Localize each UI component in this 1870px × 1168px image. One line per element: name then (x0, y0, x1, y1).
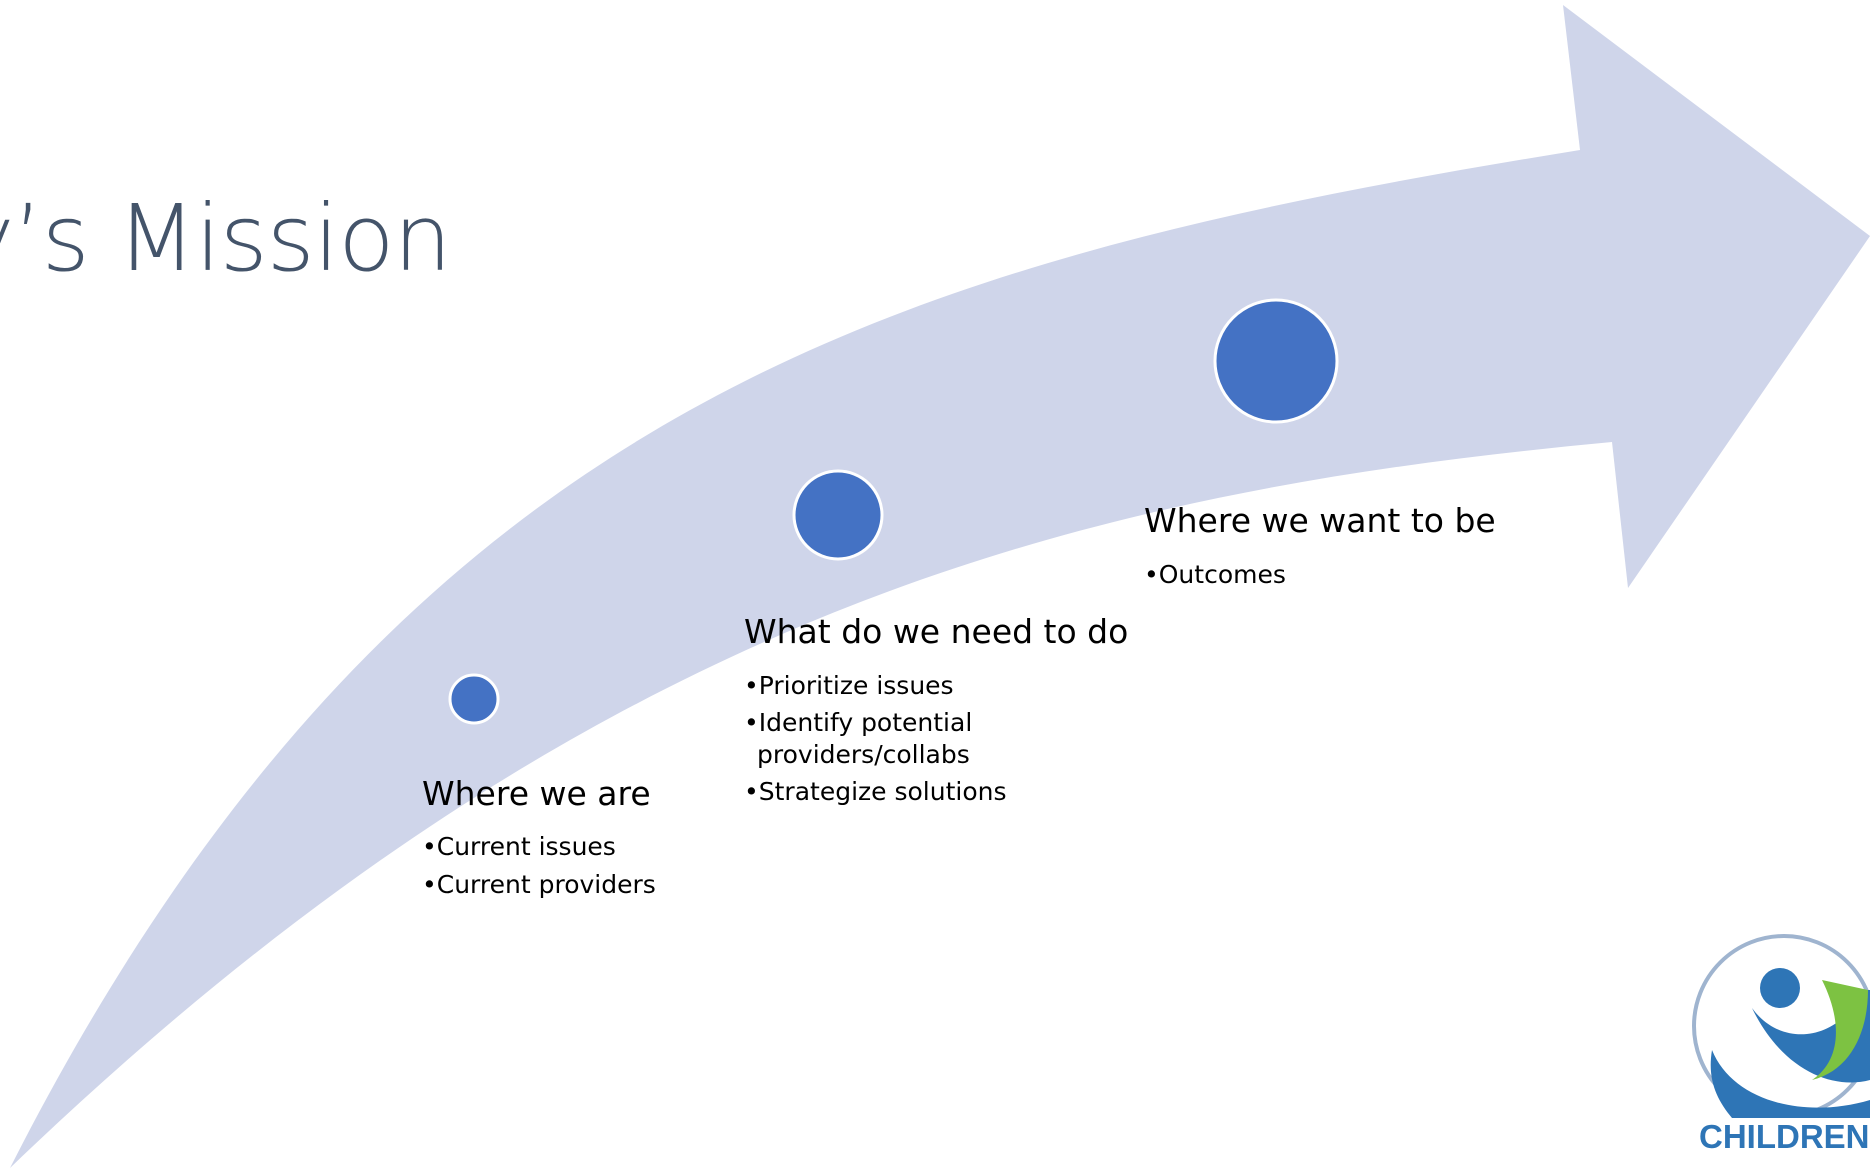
step-3-heading: Where we want to be (1144, 501, 1496, 540)
step-1-heading: Where we are (422, 774, 651, 813)
step-3-circle (1213, 298, 1339, 424)
step-1-bullets: •Current issues •Current providers (422, 831, 656, 901)
step-1-bullet-2: •Current providers (422, 870, 656, 899)
step-2-bullet-2: •Identify potential (744, 708, 973, 737)
step-2-bullets: •Prioritize issues •Identify potential p… (744, 670, 1007, 808)
step-2-bullet-2-cont: providers/collabs (757, 740, 970, 769)
step-1-bullet-1: •Current issues (422, 832, 616, 861)
step-1-circle (448, 673, 500, 725)
curved-arrow-shape (10, 5, 1870, 1168)
step-2-heading: What do we need to do (744, 612, 1129, 651)
step-2-circle (792, 469, 884, 561)
step-2-bullet-3: •Strategize solutions (744, 777, 1007, 806)
step-3-bullets: •Outcomes (1144, 559, 1286, 591)
logo-text: CHILDREN (1699, 1118, 1870, 1155)
step-2-bullet-1: •Prioritize issues (744, 671, 954, 700)
organization-logo (1692, 934, 1870, 1118)
slide-title: y’s Mission (0, 185, 452, 292)
step-3-bullet-1: •Outcomes (1144, 560, 1286, 589)
